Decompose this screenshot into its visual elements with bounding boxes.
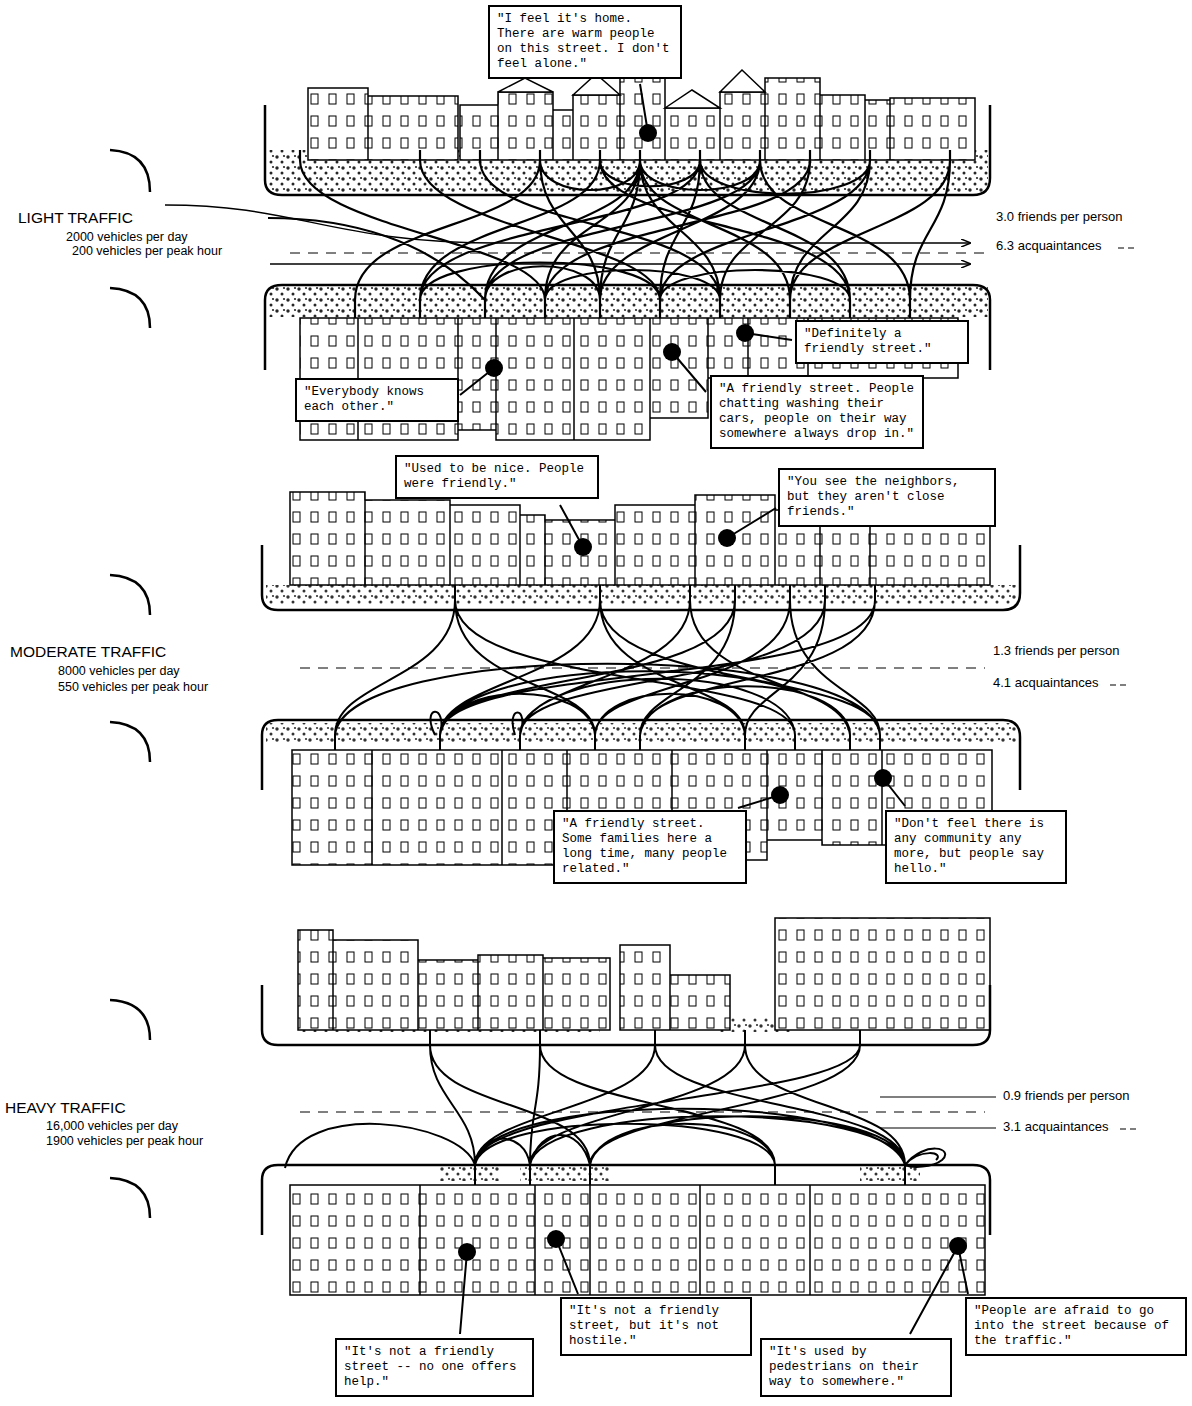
respondent-dot — [547, 1230, 565, 1248]
planting-stipple — [268, 150, 988, 317]
street-statistic: 550 vehicles per peak hour — [58, 680, 208, 694]
quote-text: "It's not a friendly street, but it's no… — [569, 1304, 743, 1349]
street-statistic: 6.3 acquaintances — [996, 239, 1102, 254]
respondent-dot — [639, 124, 657, 142]
respondent-dot — [771, 786, 789, 804]
quote-box: "A friendly street. Some families here a… — [553, 810, 747, 884]
social-network-lines — [268, 150, 950, 318]
street-statistic: HEAVY TRAFFIC — [5, 1099, 126, 1117]
respondent-dot — [874, 769, 892, 787]
respondent-dot — [718, 529, 736, 547]
quote-box: "Used to be nice. People were friendly." — [395, 455, 599, 499]
street-statistic: 200 vehicles per peak hour — [72, 244, 222, 258]
quote-text: "Don't feel there is any community any m… — [894, 817, 1058, 877]
center-line — [300, 668, 985, 669]
acquaintance-mark — [1118, 247, 1134, 248]
acquaintance-mark — [1120, 1128, 1136, 1129]
social-network-lines — [335, 585, 880, 750]
respondent-dot — [736, 324, 754, 342]
quote-text: "You see the neighbors, but they aren't … — [787, 475, 987, 520]
curb-line — [110, 985, 990, 1235]
social-network-lines — [285, 1030, 945, 1185]
quote-text: "A friendly street. People chatting wash… — [719, 382, 915, 442]
street-statistic: MODERATE TRAFFIC — [10, 643, 166, 661]
respondent-dot — [663, 343, 681, 361]
center-line — [300, 1112, 985, 1113]
quote-box: "Everybody knows each other." — [295, 378, 459, 422]
respondent-dot — [458, 124, 967, 1261]
quote-box: "It's used by pedestrians on their way t… — [760, 1338, 952, 1397]
quote-text: "Used to be nice. People were friendly." — [404, 462, 590, 492]
quote-text: "Definitely a friendly street." — [804, 327, 960, 357]
quote-box: "It's not a friendly street -- no one of… — [335, 1338, 534, 1397]
leader-line — [460, 84, 968, 1334]
quote-box: "People are afraid to go into the street… — [965, 1297, 1187, 1356]
curb-line — [110, 545, 1020, 790]
street-statistic: 16,000 vehicles per day — [46, 1119, 178, 1133]
quote-box: "Don't feel there is any community any m… — [885, 810, 1067, 884]
street-statistic: 8000 vehicles per day — [58, 664, 180, 678]
quote-box: "It's not a friendly street, but it's no… — [560, 1297, 752, 1356]
street-statistic: 0.9 friends per person — [1003, 1089, 1129, 1104]
quote-box: "Definitely a friendly street." — [795, 320, 969, 364]
quote-box: "You see the neighbors, but they aren't … — [778, 468, 996, 527]
quote-text: "A friendly street. Some families here a… — [562, 817, 738, 877]
street-statistic: 1.3 friends per person — [993, 644, 1119, 659]
acquaintance-mark — [1110, 684, 1126, 685]
respondent-dot — [458, 1243, 476, 1261]
building-row — [290, 1185, 985, 1295]
quote-box: "A friendly street. People chatting wash… — [710, 375, 924, 449]
quote-text: "People are afraid to go into the street… — [974, 1304, 1178, 1349]
curb-line — [110, 105, 990, 370]
street-statistic: 3.1 acquaintances — [1003, 1120, 1109, 1135]
street-statistic: 4.1 acquaintances — [993, 676, 1099, 691]
center-line — [290, 253, 985, 254]
quote-box: "I feel it's home. There are warm people… — [488, 5, 682, 79]
quote-text: "I feel it's home. There are warm people… — [497, 12, 673, 72]
quote-text: "It's used by pedestrians on their way t… — [769, 1345, 943, 1390]
leader-rule — [880, 1097, 996, 1128]
quote-text: "It's not a friendly street -- no one of… — [344, 1345, 525, 1390]
quote-text: "Everybody knows each other." — [304, 385, 450, 415]
respondent-dot — [485, 359, 503, 377]
street-statistic: 1900 vehicles per peak hour — [46, 1134, 203, 1148]
planting-stipple — [300, 1018, 920, 1181]
street-statistic: LIGHT TRAFFIC — [18, 209, 133, 227]
street-statistic: 2000 vehicles per day — [66, 230, 188, 244]
building-row — [298, 918, 990, 1030]
respondent-dot — [949, 1237, 967, 1255]
respondent-dot — [574, 538, 592, 556]
street-statistic: 3.0 friends per person — [996, 210, 1122, 225]
